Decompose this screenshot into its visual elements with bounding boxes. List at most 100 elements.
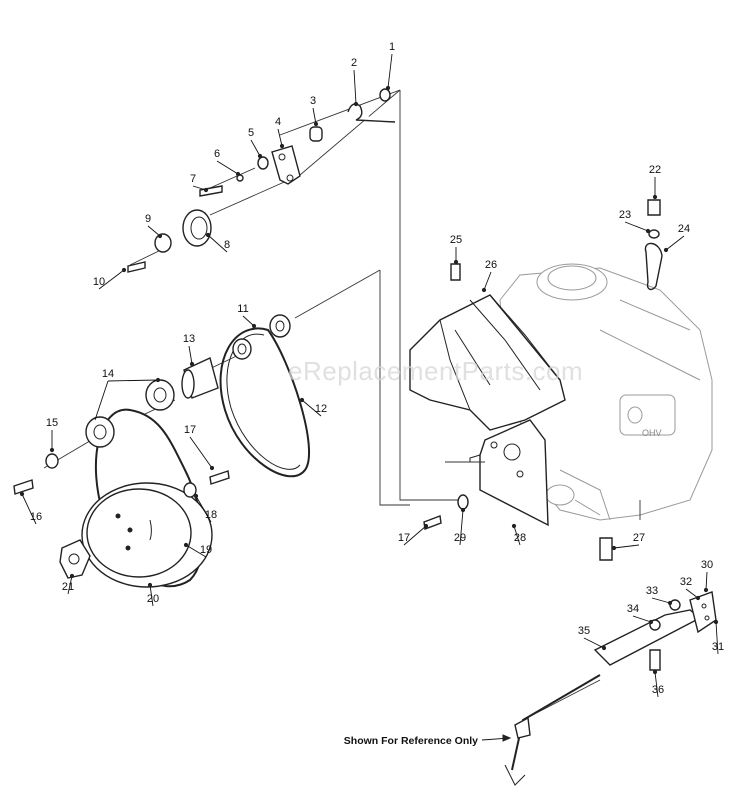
callout-arrowhead-28 xyxy=(511,523,517,529)
callout-leader-28 xyxy=(513,525,521,546)
callout-number-15: 15 xyxy=(46,417,58,429)
control-linkage xyxy=(504,591,717,786)
callout-leader-24 xyxy=(665,235,685,251)
callout-number-32: 32 xyxy=(680,576,692,588)
callout-number-25: 25 xyxy=(450,234,462,246)
callout-leader-7 xyxy=(192,185,207,191)
callout-arrowhead-30 xyxy=(703,587,709,593)
callout-arrowhead-34 xyxy=(648,619,654,625)
callout-number-21: 21 xyxy=(62,581,74,593)
callout-leader-26 xyxy=(483,271,492,291)
callout-leader-6 xyxy=(216,160,239,175)
callout-number-7: 7 xyxy=(190,173,196,185)
callout-leader-1 xyxy=(387,53,393,89)
callout-leader-17 xyxy=(189,436,213,469)
callout-leader-35 xyxy=(583,637,605,649)
callout-arrowhead-23 xyxy=(645,228,651,234)
callout-arrowhead-17 xyxy=(423,523,429,529)
callout-arrowhead-35 xyxy=(601,645,607,651)
reference-note: Shown For Reference Only xyxy=(344,734,512,747)
callout-leader-8 xyxy=(207,234,228,253)
callout-arrowhead-22 xyxy=(652,194,658,200)
callout-labels: 1234567891011121314151617171819202122232… xyxy=(19,41,724,698)
callout-arrowhead-21 xyxy=(69,573,75,579)
callout-number-28: 28 xyxy=(514,532,526,544)
callout-arrowhead-11 xyxy=(251,323,257,329)
callout-number-30: 30 xyxy=(701,559,713,571)
callout-arrowhead-33 xyxy=(667,600,673,606)
callout-leader-18 xyxy=(195,495,212,523)
callout-number-11: 11 xyxy=(237,303,248,315)
callout-number-2: 2 xyxy=(351,57,357,69)
callout-arrowhead-17 xyxy=(209,465,215,471)
callout-arrowhead-26 xyxy=(481,287,487,293)
callout-leader-19 xyxy=(185,544,207,558)
callout-arrowhead-14 xyxy=(155,377,161,383)
callout-number-9: 9 xyxy=(145,213,151,225)
engine-badge: OHV xyxy=(642,428,662,438)
callout-arrowhead-3 xyxy=(313,121,319,127)
callout-leader-11 xyxy=(242,315,255,327)
callout-arrowhead-4 xyxy=(279,143,285,149)
callout-number-16: 16 xyxy=(30,511,42,523)
callout-number-1: 1 xyxy=(389,41,395,53)
callout-number-10: 10 xyxy=(93,276,105,288)
callout-number-36: 36 xyxy=(652,684,664,696)
callout-number-23: 23 xyxy=(619,209,631,221)
callout-arrowhead-25 xyxy=(453,259,459,265)
callout-number-17: 17 xyxy=(184,424,196,436)
callout-arrowhead-5 xyxy=(257,153,263,159)
callout-arrowhead-2 xyxy=(353,101,359,107)
callout-arrowhead-1 xyxy=(385,85,391,91)
callout-arrowhead-36 xyxy=(652,669,658,675)
callout-arrowhead-15 xyxy=(49,447,55,453)
callout-arrowhead-16 xyxy=(19,491,25,497)
callout-leader-30 xyxy=(705,571,708,591)
callout-leader-21 xyxy=(67,575,73,595)
callout-number-6: 6 xyxy=(214,148,220,160)
callout-leader-32 xyxy=(685,588,699,599)
spacer-13 xyxy=(181,357,219,399)
callout-leader-10 xyxy=(98,269,125,290)
callout-leader-34 xyxy=(632,615,652,623)
callout-number-27: 27 xyxy=(633,532,645,544)
callout-number-22: 22 xyxy=(649,164,661,176)
callout-arrowhead-12 xyxy=(299,397,305,403)
auger-belt-12 xyxy=(219,314,310,478)
callout-leader-20 xyxy=(149,584,154,607)
callout-leader-27 xyxy=(613,544,640,549)
callout-number-20: 20 xyxy=(147,593,159,605)
callout-number-13: 13 xyxy=(183,333,195,345)
callout-number-18: 18 xyxy=(205,509,217,521)
callout-arrowhead-20 xyxy=(147,582,153,588)
callout-number-4: 4 xyxy=(275,116,281,128)
callout-leader-29 xyxy=(459,509,464,546)
callout-number-29: 29 xyxy=(454,532,466,544)
callout-number-24: 24 xyxy=(678,223,690,235)
fasteners-15-16-17-18 xyxy=(13,453,230,498)
hardware-22-23-24-25 xyxy=(450,199,663,291)
bearing-flange-21 xyxy=(59,539,91,579)
callout-leader-33 xyxy=(651,597,671,604)
callout-leader-14 xyxy=(107,379,159,382)
callout-arrowhead-19 xyxy=(183,542,189,548)
belt-cover-26 xyxy=(409,294,566,431)
callout-number-3: 3 xyxy=(310,95,316,107)
callout-arrowhead-10 xyxy=(121,267,127,273)
callout-number-12: 12 xyxy=(315,403,327,415)
callout-arrowhead-29 xyxy=(460,507,466,513)
drive-pulley-20 xyxy=(81,408,213,588)
callout-number-8: 8 xyxy=(224,239,230,251)
callout-arrowhead-8 xyxy=(205,232,211,238)
callout-leader-14b xyxy=(94,380,109,421)
callout-number-17: 17 xyxy=(398,532,410,544)
callout-leader-36 xyxy=(654,671,659,698)
callout-leader-16 xyxy=(21,493,37,525)
callout-leader-12 xyxy=(301,399,322,417)
reference-note-text: Shown For Reference Only xyxy=(344,735,478,747)
callout-number-19: 19 xyxy=(200,544,212,556)
callout-leader-5 xyxy=(250,139,261,157)
callout-arrowhead-27 xyxy=(611,545,617,551)
idler-assembly xyxy=(127,88,396,273)
